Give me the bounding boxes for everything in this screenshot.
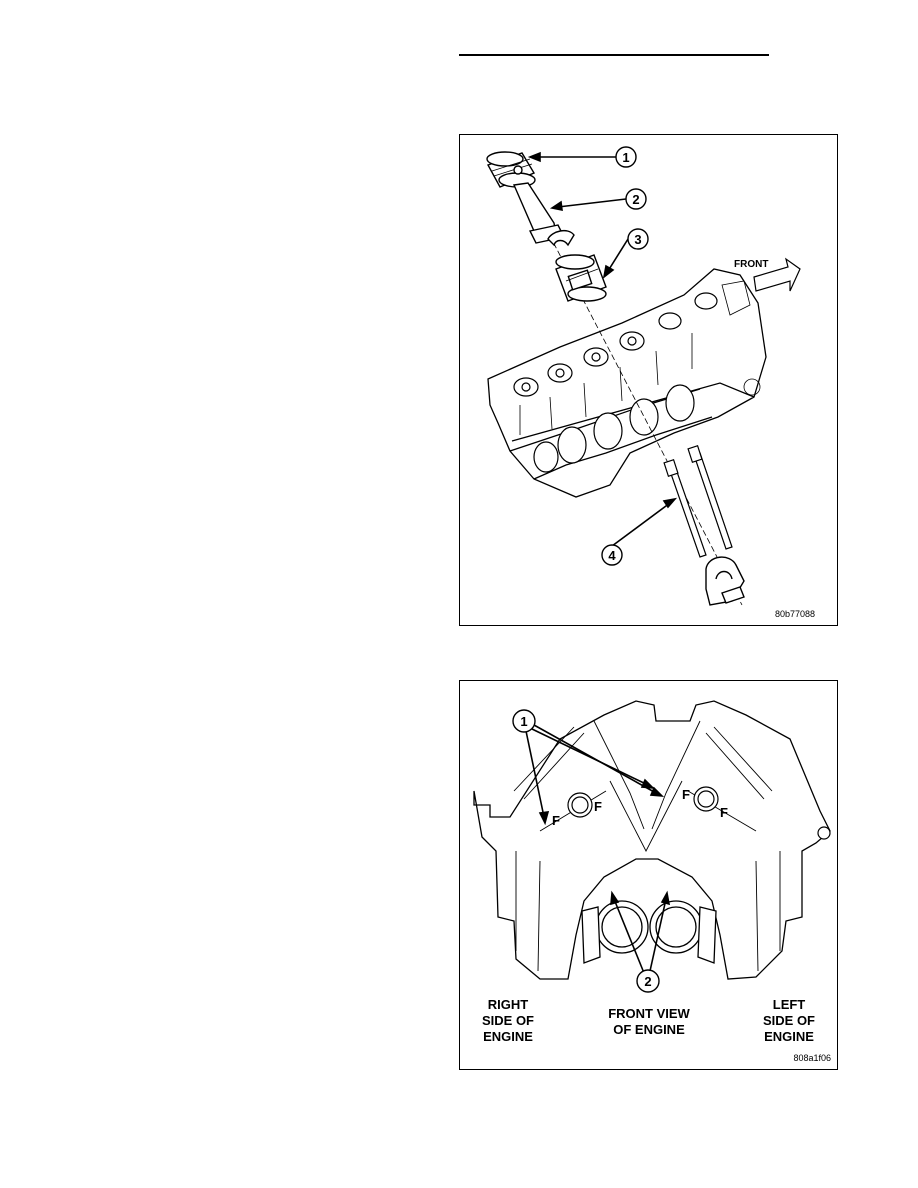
figure-front-view-engine: F F F F 1 2 RIGHT SIDE OF ENGINE FRONT V… [459, 680, 838, 1070]
bearing-cap-marks: F F F F [552, 787, 728, 828]
svg-text:4: 4 [608, 548, 616, 563]
front-direction-label: FRONT [734, 259, 769, 270]
main-bearing-bores [581, 900, 717, 964]
cylinder-bank-lines [513, 720, 781, 972]
block-detail-lines [519, 280, 761, 435]
callout-4: 4 [601, 544, 623, 566]
header-rule [459, 54, 769, 56]
right-side-label: RIGHT SIDE OF ENGINE [481, 997, 534, 1044]
callout-leaders [527, 151, 678, 550]
figure-code: 80b77088 [774, 609, 815, 619]
svg-text:F: F [682, 787, 690, 802]
engine-block-drawing [487, 268, 767, 498]
piston-installation-illustration: 1 2 3 4 [486, 146, 801, 606]
svg-text:1: 1 [622, 150, 629, 165]
front-arrow-icon [753, 257, 801, 292]
svg-text:3: 3 [634, 232, 641, 247]
svg-text:2: 2 [644, 974, 651, 989]
svg-text:F: F [594, 799, 602, 814]
rod-cap-drawing [705, 556, 745, 606]
crankshaft-journals [533, 384, 695, 473]
left-side-label: LEFT SIDE OF ENGINE [762, 997, 815, 1044]
svg-text:F: F [552, 813, 560, 828]
svg-text:F: F [720, 805, 728, 820]
cylinder-bores [513, 292, 718, 397]
callout-1: 1 [512, 709, 536, 733]
svg-text:1: 1 [520, 714, 527, 729]
front-view-label: FRONT VIEW OF ENGINE [608, 1006, 690, 1037]
callout-leaders [525, 724, 671, 974]
ring-compressor-drawing [555, 254, 607, 302]
callout-1: 1 [615, 146, 637, 168]
cam-bore-circles [567, 786, 831, 840]
figure-code: 808a1f06 [793, 1053, 831, 1063]
callout-2: 2 [636, 969, 660, 993]
rod-bolt-guides-drawing [663, 445, 733, 558]
piston-drawing [486, 151, 536, 188]
connecting-rod-drawing [512, 182, 575, 247]
callout-2: 2 [625, 188, 647, 210]
figure-piston-installation: 1 2 3 4 FRONT 80b77088 [459, 134, 838, 626]
svg-text:2: 2 [632, 192, 639, 207]
callout-3: 3 [627, 228, 649, 250]
engine-front-view-illustration: F F F F 1 2 [473, 700, 831, 993]
